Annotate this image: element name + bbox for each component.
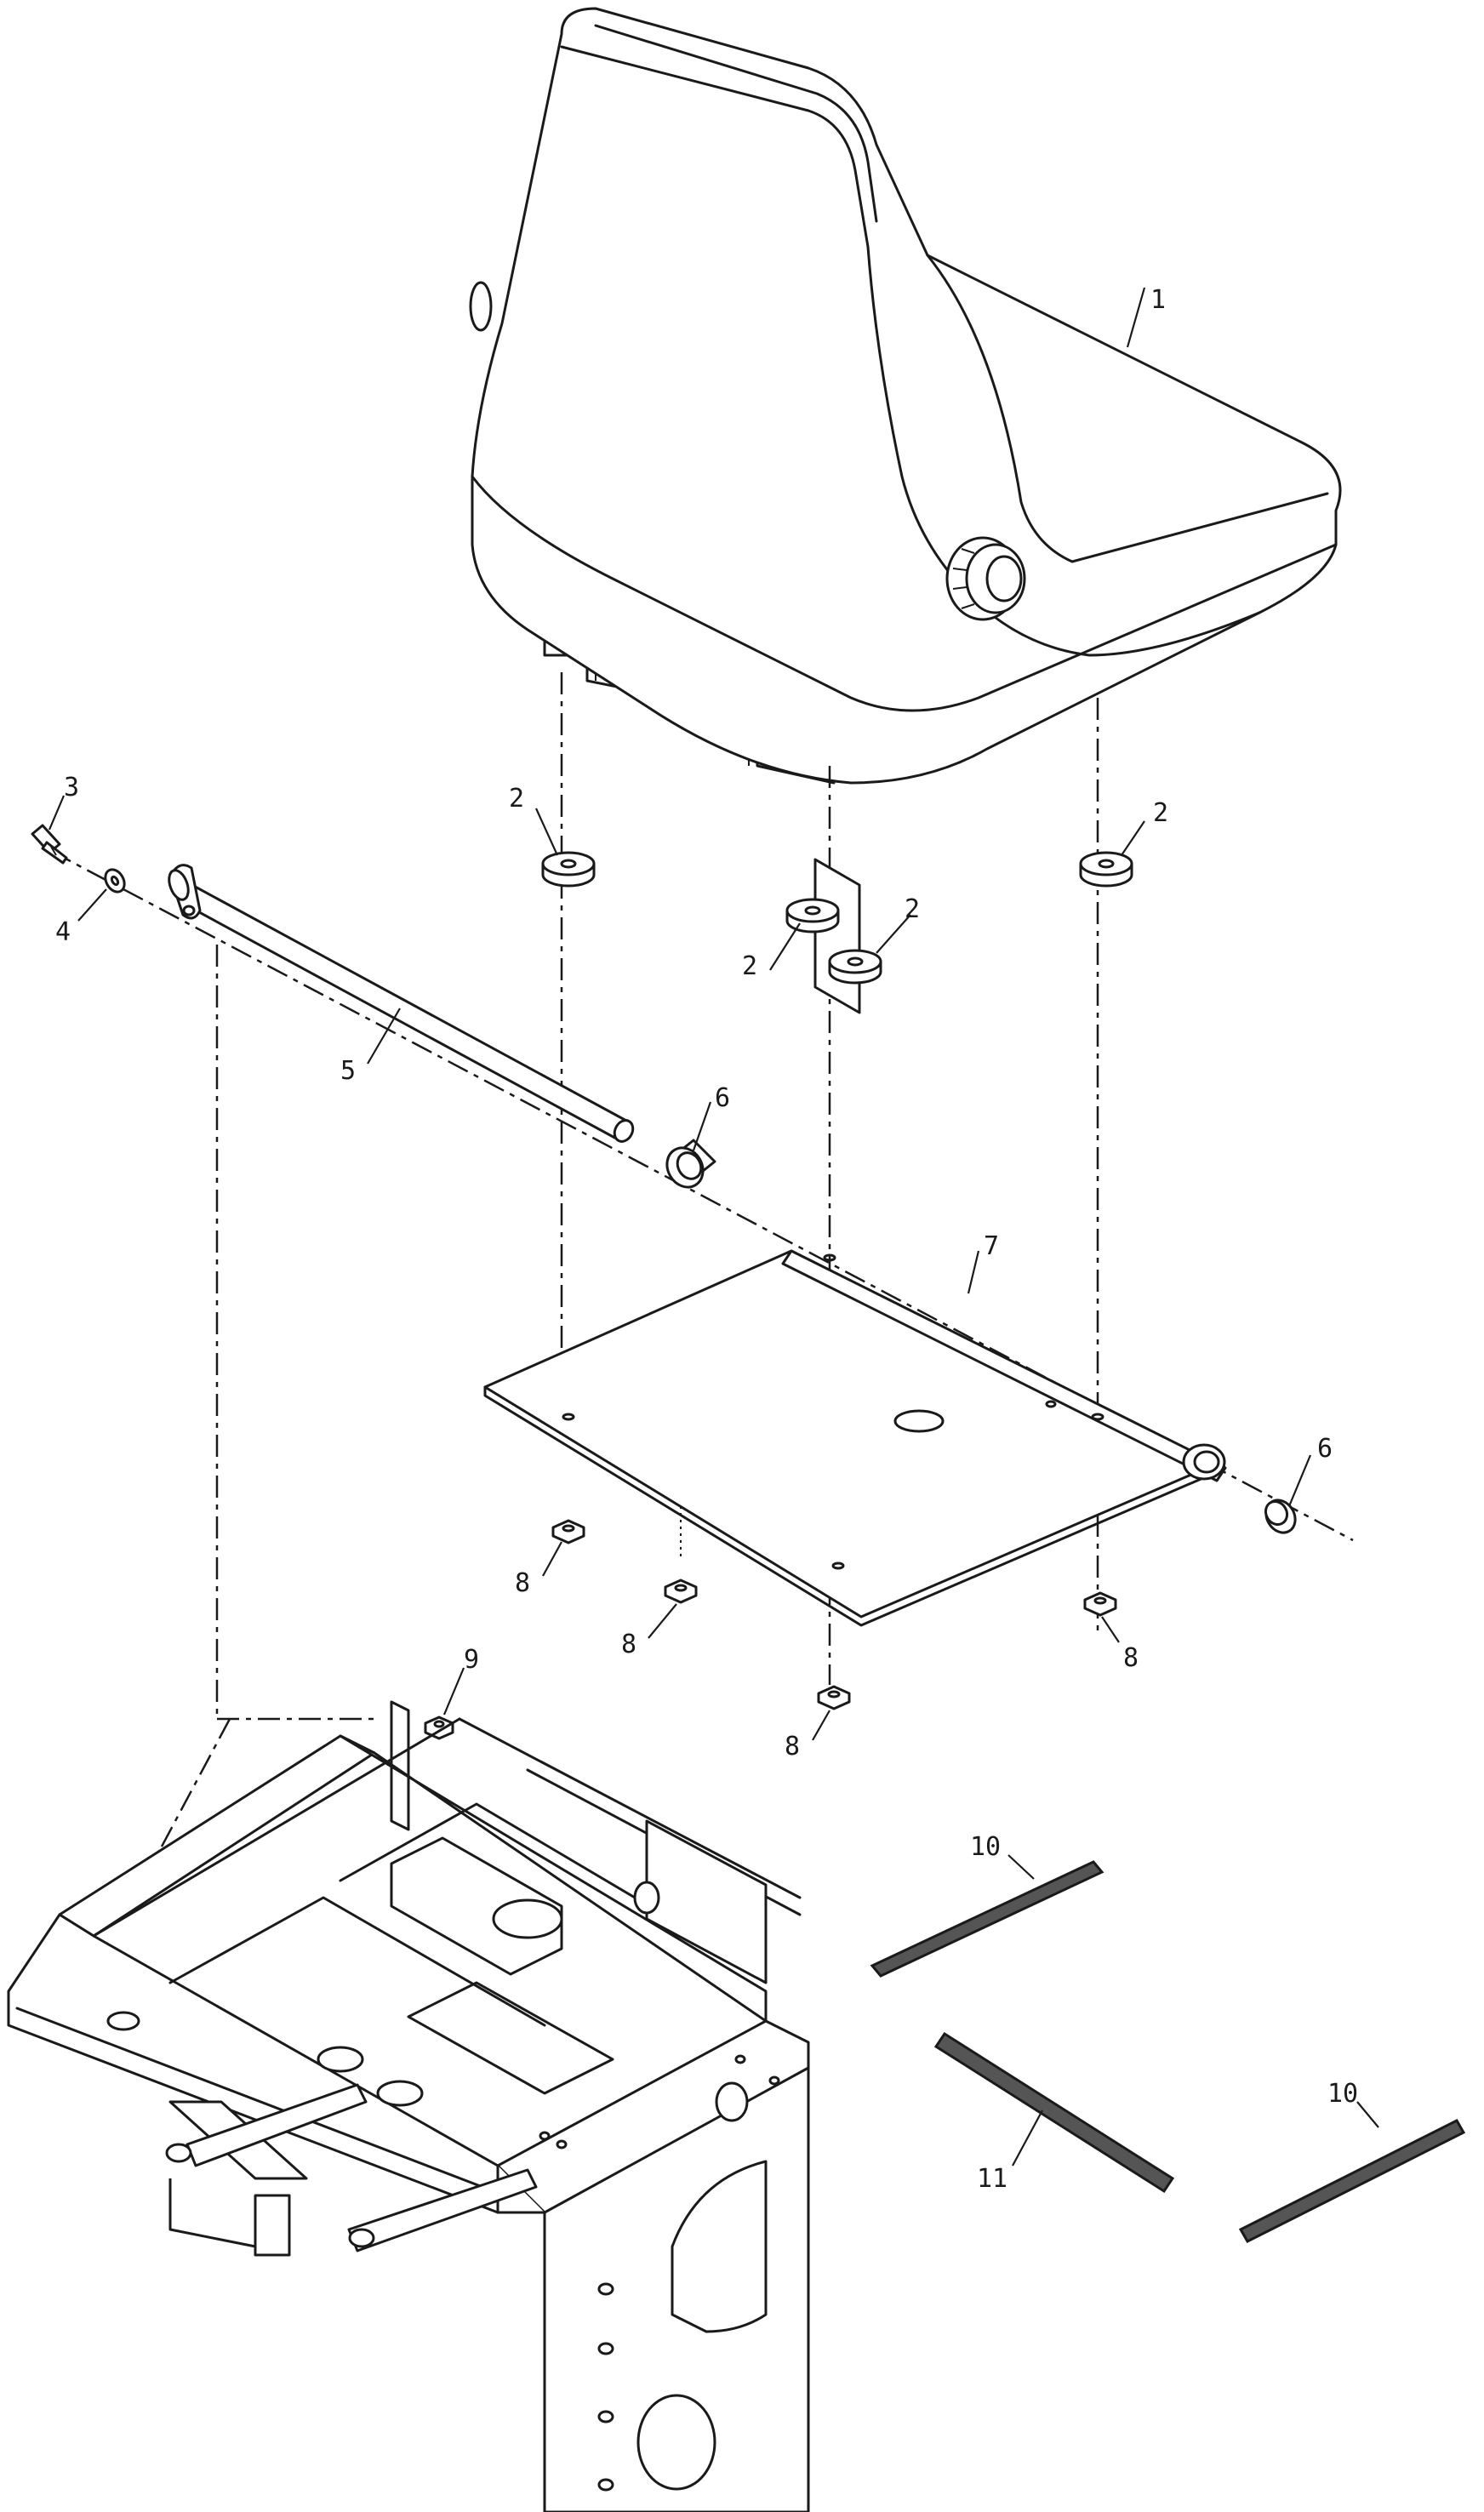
callout-part-9: 9 xyxy=(464,1645,479,1675)
spacer-center-upper xyxy=(785,898,840,933)
callout-part-7: 7 xyxy=(984,1231,999,1261)
nut-a xyxy=(551,1519,585,1544)
nut-c xyxy=(1083,1591,1117,1617)
nut-b xyxy=(664,1579,698,1604)
pivot-rod xyxy=(168,864,635,1143)
callout-part-2-center-left: 2 xyxy=(742,951,757,981)
callout-part-8-b: 8 xyxy=(621,1630,636,1659)
nut-d xyxy=(817,1685,851,1710)
bushing-left xyxy=(665,1139,716,1189)
seat-assembly xyxy=(469,7,1342,785)
callout-part-2-right: 2 xyxy=(1153,798,1168,828)
bushing-right xyxy=(1264,1499,1297,1534)
callout-labels: 1 2 2 2 2 3 4 5 6 6 7 8 8 8 8 9 10 10 11 xyxy=(55,285,1358,2194)
leader-lines xyxy=(48,287,1379,2167)
seat-adjust-knob xyxy=(945,536,1026,621)
callout-part-1: 1 xyxy=(1150,285,1166,315)
callout-part-2-center-right: 2 xyxy=(905,894,920,924)
callout-part-10-right: 10 xyxy=(1327,2079,1358,2109)
step-strip-upper xyxy=(870,1860,1104,1978)
step-strip-middle xyxy=(933,2031,1175,2194)
machine-frame xyxy=(7,1717,810,2512)
step-strip-right xyxy=(1238,2119,1466,2243)
washer xyxy=(104,868,126,893)
lock-nuts xyxy=(551,1519,1117,1710)
spacer-washers xyxy=(541,851,1133,1014)
bolt xyxy=(31,824,68,865)
spacer-center-lower xyxy=(828,949,882,985)
callout-part-6-left: 6 xyxy=(715,1083,730,1113)
spacer-right xyxy=(1079,851,1133,888)
callout-part-8-c: 8 xyxy=(1123,1643,1139,1673)
callout-part-8-a: 8 xyxy=(515,1568,530,1598)
callout-part-3: 3 xyxy=(64,773,79,802)
callout-part-10-upper: 10 xyxy=(970,1832,1001,1862)
callout-part-11: 11 xyxy=(977,2164,1007,2194)
callout-part-8-d: 8 xyxy=(785,1732,800,1761)
callout-part-4: 4 xyxy=(55,917,71,947)
callout-part-2-left: 2 xyxy=(509,784,524,814)
spacer-left xyxy=(541,851,596,888)
seat-mounting-plate xyxy=(483,1249,1227,1627)
seat-switch-nut xyxy=(390,1700,454,1831)
callout-part-5: 5 xyxy=(340,1056,356,1086)
callout-part-6-right: 6 xyxy=(1317,1434,1333,1464)
